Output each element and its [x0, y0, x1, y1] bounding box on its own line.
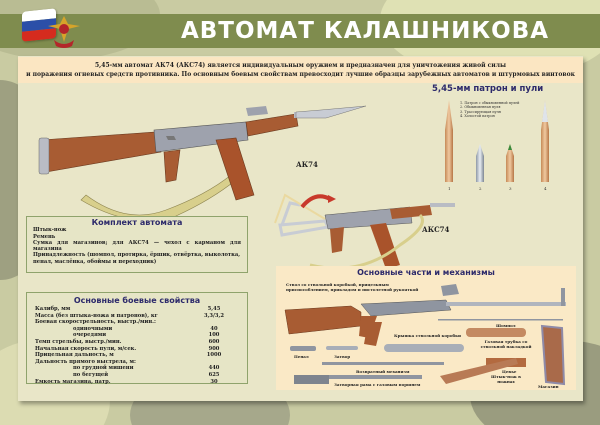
bolt-label: Затвор	[334, 354, 351, 359]
property-value: 30	[210, 378, 218, 385]
property-label: по грудной мишени	[73, 365, 134, 372]
bolt-illustration	[326, 346, 358, 350]
ammo-number: 3	[509, 186, 512, 191]
property-label: одиночными	[73, 325, 113, 332]
ammo-legend-item: 2. Обыкновенная пуля	[460, 105, 501, 110]
ak74-rifle-illustration	[38, 106, 306, 221]
intro-line-1: 5,45-мм автомат АК74 (АКС74) является ин…	[95, 62, 506, 69]
ak74-label: АК74	[296, 160, 318, 169]
parts-title: Основные части и механизмы	[357, 268, 495, 277]
gas-tube-label: Газовая трубка со ствольной накладкой	[480, 339, 532, 349]
case-illustration	[290, 346, 316, 351]
properties-title: Основные боевые свойства	[73, 296, 201, 305]
properties-table: Калибр, мм 5,45 Масса (без штыка-ножа и п…	[35, 306, 239, 385]
kit-item: Сумка для магазинов; для АКС74 — чехол с…	[33, 239, 241, 253]
ammo-number: 4	[544, 186, 547, 191]
barrel-receiver-illustration	[284, 284, 566, 338]
property-value: 40	[210, 325, 218, 332]
carrier-label: Затворная рама с газовым поршнем	[334, 382, 421, 387]
recoil-mechanism-illustration	[322, 362, 444, 365]
kit-item: Принадлежность (шомпол, протирка, ёршик,…	[33, 252, 241, 265]
property-label: очередями	[73, 332, 107, 339]
ammo-legend-item: 1. Патрон с обыкновенной пулей	[460, 101, 520, 105]
property-label: Боевая скорострельность, выстр./мин.:	[35, 319, 156, 326]
property-value: 900	[208, 345, 220, 352]
table-row: Темп стрельбы, выстр./мин. 600	[35, 339, 239, 346]
rod-label: Шомпол	[496, 323, 516, 328]
property-label: Темп стрельбы, выстр./мин.	[35, 338, 122, 345]
kit-box: Комплект автомата Штык-нож Ремень Сумка …	[26, 216, 248, 273]
property-value	[189, 359, 239, 366]
table-row: Дальность прямого выстрела, м:	[35, 359, 239, 366]
property-label: Дальность прямого выстрела, м:	[35, 358, 136, 365]
ammo-number: 2	[479, 186, 482, 191]
table-row: очередями 100	[35, 332, 239, 339]
property-label: Емкость магазина, патр.	[35, 378, 111, 385]
table-row: одиночными 40	[35, 326, 239, 333]
handguard-label: Цевье	[502, 369, 517, 374]
ammo-number: 1	[448, 186, 451, 191]
magazine-illustration	[540, 324, 566, 386]
cartridge-illustrations	[445, 100, 549, 182]
table-row: по грудной мишени 440	[35, 365, 239, 372]
cleaning-rod-illustration	[438, 319, 563, 321]
page-title: АВТОМАТ КАЛАШНИКОВА	[180, 18, 550, 44]
table-row: Калибр, мм 5,45	[35, 306, 239, 313]
property-label: Начальная скорость пули, м/сек.	[35, 345, 137, 352]
bayonet-scabbard-illustration	[440, 358, 518, 384]
magazine-label: Магазин	[538, 384, 559, 389]
table-row: Боевая скорострельность, выстр./мин.:	[35, 319, 239, 326]
barrel-label: Ствол со ствольной коробкой, прицельным …	[286, 282, 419, 292]
cover-label: Крышка ствольной коробки	[394, 333, 462, 338]
combat-properties-box: Основные боевые свойства Калибр, мм 5,45 …	[26, 292, 248, 385]
aks74-rifle-illustration	[274, 193, 455, 270]
bolt-carrier-illustration	[294, 375, 422, 384]
property-value: 5,45	[207, 306, 221, 312]
property-label: Прицельная дальность, м	[35, 352, 114, 359]
table-row: Емкость магазина, патр. 30	[35, 379, 239, 386]
kit-item: Штык-нож	[33, 227, 67, 234]
receiver-cover-illustration	[466, 328, 526, 337]
aks74-label: АКС74	[422, 225, 450, 234]
kit-item: Ремень	[33, 233, 56, 240]
parts-panel: Основные части и механизмы Ствол со ство…	[276, 266, 576, 390]
table-row: Начальная скорость пули, м/сек. 900	[35, 346, 239, 353]
property-value: 100	[208, 332, 220, 339]
property-label: по бегущей	[73, 371, 109, 378]
intro-text: 5,45-мм автомат АК74 (АКС74) является ин…	[18, 57, 583, 83]
pistol-grip-illustration	[364, 322, 382, 346]
property-label: Масса (без штыка-ножа и патронов), кг	[35, 312, 158, 319]
case-label: Пенал	[294, 354, 309, 359]
armed-forces-emblem-icon	[48, 16, 80, 48]
ammo-legend-item: 4. Холостой патрон	[460, 113, 495, 118]
table-row: по бегущей 625	[35, 372, 239, 379]
property-value: 440	[208, 365, 220, 372]
property-value: 1000	[206, 352, 222, 359]
property-value: 3,3/3,2	[204, 312, 224, 319]
table-row: Прицельная дальность, м 1000	[35, 352, 239, 359]
property-value: 600	[208, 338, 220, 345]
property-value: 625	[208, 371, 220, 378]
ammo-legend-item: 3. Трассирующая пуля	[460, 109, 501, 114]
title-bar	[0, 14, 600, 48]
property-value	[189, 319, 239, 326]
recoil-label: Возвратный механизм	[356, 369, 410, 374]
ammo-section-title: 5,45-мм патрон и пули	[432, 84, 544, 94]
bayonet-label: Штык-нож в ножнах	[491, 374, 521, 384]
kit-title: Комплект автомата	[91, 218, 183, 227]
gas-tube-illustration	[384, 344, 464, 352]
ammo-legend: 1. Патрон с обыкновенной пулей 2. Обыкно…	[460, 101, 519, 118]
table-row: Масса (без штыка-ножа и патронов), кг 3,3…	[35, 313, 239, 320]
property-label: Калибр, мм	[35, 306, 71, 312]
bayonet-illustration	[295, 105, 367, 119]
intro-line-2: и поражения огневых средств противника. …	[26, 71, 575, 78]
